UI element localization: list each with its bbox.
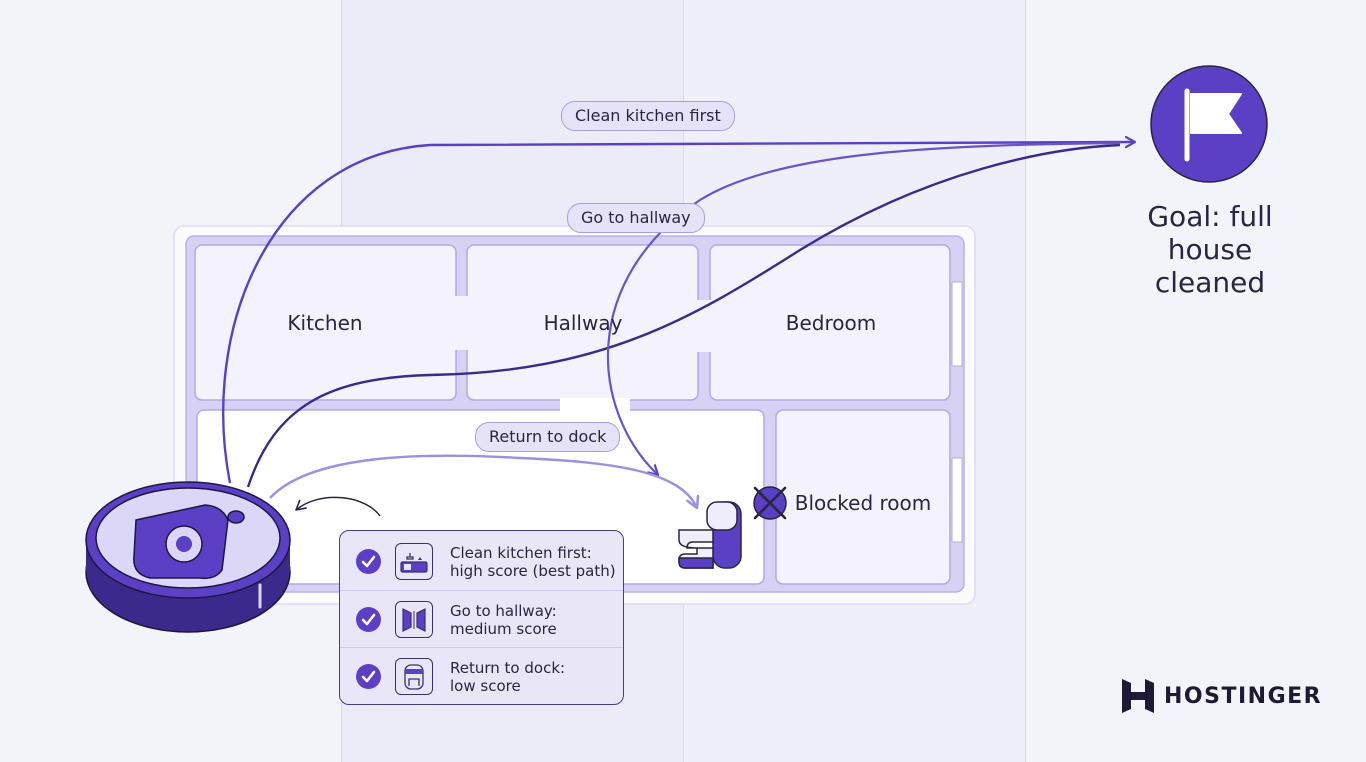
path-label-return-dock: Return to dock	[475, 422, 621, 452]
path-clean-kitchen	[222, 142, 1135, 484]
room-label-blocked: Blocked room	[794, 491, 932, 515]
legend-text: Return to dock: low score	[450, 659, 565, 695]
check-icon	[356, 607, 381, 632]
path-label-go-hallway: Go to hallway	[567, 203, 705, 233]
doorway	[560, 398, 630, 412]
path-label-clean-kitchen: Clean kitchen first	[561, 101, 735, 131]
legend-title: Return to dock:	[450, 659, 566, 677]
return-arrow	[295, 496, 381, 517]
legend-score: low score	[450, 677, 521, 695]
room-label-kitchen: Kitchen	[287, 311, 363, 335]
window	[951, 457, 963, 543]
doorway	[696, 300, 712, 352]
goal-flag-icon	[1150, 65, 1268, 183]
check-icon	[356, 549, 381, 574]
hostinger-logo-icon	[1122, 679, 1154, 713]
blocked-x-icon	[753, 486, 787, 520]
kitchen-stove-icon	[395, 543, 433, 580]
brand-name: HOSTINGER	[1164, 684, 1323, 709]
window	[951, 281, 963, 367]
path-return-dock	[269, 454, 697, 508]
legend-text: Go to hallway: medium score	[450, 602, 557, 638]
goal-text: Goal: full house cleaned	[1147, 200, 1273, 299]
path-hallway-to-dock	[606, 141, 1121, 475]
legend-score: medium score	[450, 620, 557, 638]
legend-text: Clean kitchen first: high score (best pa…	[450, 544, 616, 580]
legend-title: Go to hallway:	[450, 602, 557, 620]
room-label-bedroom: Bedroom	[785, 311, 877, 335]
legend-title: Clean kitchen first:	[450, 544, 592, 562]
legend-row: Return to dock: low score	[340, 647, 623, 705]
hallway-door-icon	[395, 601, 433, 638]
dock-station-icon	[395, 658, 433, 695]
score-legend: Clean kitchen first: high score (best pa…	[339, 530, 624, 705]
dock-station	[678, 501, 742, 569]
legend-row: Clean kitchen first: high score (best pa…	[340, 533, 623, 590]
doorway	[454, 296, 470, 350]
path-go-hallway	[246, 143, 1121, 488]
legend-score: high score (best path)	[450, 562, 616, 580]
legend-row: Go to hallway: medium score	[340, 590, 623, 648]
check-icon	[356, 664, 381, 689]
room-label-hallway: Hallway	[543, 311, 623, 335]
robot-vacuum-icon	[85, 481, 291, 633]
